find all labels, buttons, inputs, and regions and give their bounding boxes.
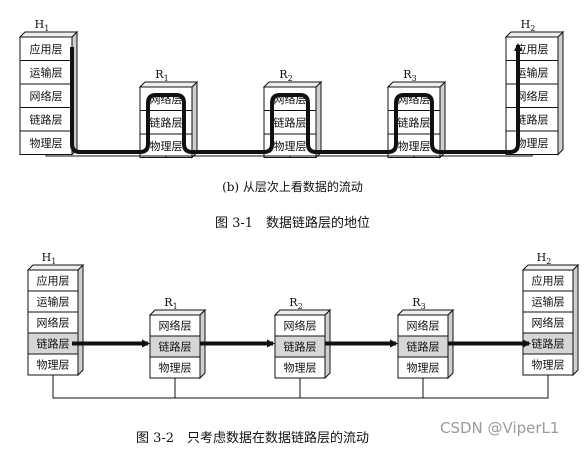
- layer-label: 物理层: [407, 361, 440, 375]
- node-label-letter: R: [289, 296, 298, 309]
- node-label: R3: [412, 296, 425, 311]
- node-label: R3: [403, 68, 416, 83]
- node-label-sub: 2: [546, 257, 551, 266]
- layer-label: 链路层: [30, 112, 63, 126]
- node-label: H1: [35, 18, 50, 33]
- stack-side-face: [572, 263, 579, 377]
- node-label-sub: 3: [421, 302, 426, 311]
- node-label-sub: 2: [530, 24, 535, 33]
- layer-label: 物理层: [532, 358, 565, 372]
- node-label: H2: [537, 251, 552, 266]
- node-label-sub: 2: [288, 74, 293, 83]
- node-label: H2: [521, 18, 536, 33]
- figure-3-1-caption: 图 3-1 数据链路层的地位: [214, 216, 371, 231]
- node-label: R1: [164, 296, 177, 311]
- layer-label: 链路层: [398, 115, 431, 129]
- layer-label: 应用层: [532, 274, 565, 288]
- layer-label: 物理层: [159, 361, 192, 375]
- node-label-letter: R: [164, 296, 173, 309]
- layer-label: 链路层: [159, 340, 192, 354]
- layer-label: 链路层: [407, 340, 440, 354]
- node-label: R2: [279, 68, 292, 83]
- node-label: R1: [155, 68, 168, 83]
- layer-label: 链路层: [274, 115, 307, 129]
- layer-label: 网络层: [30, 89, 63, 103]
- layer-label: 应用层: [516, 42, 549, 56]
- node-label-sub: 1: [164, 74, 169, 83]
- figure-3-2: 应用层运输层网络层链路层物理层H1网络层链路层物理层R1网络层链路层物理层R2网…: [26, 251, 580, 399]
- physical-link: [299, 378, 424, 399]
- node-label-letter: R: [279, 68, 288, 81]
- layer-label: 运输层: [37, 295, 70, 309]
- layer-label: 网络层: [516, 89, 549, 103]
- node-label-letter: H: [35, 18, 45, 31]
- layer-label: 链路层: [284, 340, 317, 354]
- layer-label: 运输层: [532, 295, 565, 309]
- node-label-sub: 1: [173, 302, 178, 311]
- figure-3-1-subcaption: (b) 从层次上看数据的流动: [222, 180, 363, 194]
- physical-link: [413, 154, 533, 158]
- node-label-sub: 2: [298, 302, 303, 311]
- layer-label: 物理层: [516, 136, 549, 150]
- layer-label: 物理层: [30, 136, 63, 150]
- stack-side-face: [557, 30, 564, 156]
- layer-label: 物理层: [284, 361, 317, 375]
- node-label-sub: 1: [44, 24, 49, 33]
- layer-label: 应用层: [37, 274, 70, 288]
- node-label-sub: 1: [51, 257, 56, 266]
- layer-label: 链路层: [150, 115, 183, 129]
- layer-label: 网络层: [407, 319, 440, 333]
- physical-link: [174, 378, 301, 399]
- node-label-letter: H: [42, 251, 52, 264]
- layer-label: 网络层: [37, 316, 70, 330]
- stack-side-face: [191, 80, 198, 159]
- stack-side-face: [315, 80, 322, 159]
- stack-side-face: [439, 80, 446, 159]
- node-label-letter: H: [537, 251, 547, 264]
- watermark: CSDN @ViperL1: [440, 419, 560, 437]
- node-label-letter: R: [155, 68, 164, 81]
- layer-label: 物理层: [398, 139, 431, 153]
- layer-label: 链路层: [37, 337, 70, 351]
- layer-label: 网络层: [159, 319, 192, 333]
- stack-side-face: [77, 263, 84, 377]
- layer-label: 物理层: [150, 139, 183, 153]
- layer-label: 运输层: [30, 65, 63, 79]
- node-label: R2: [289, 296, 302, 311]
- node-label-letter: H: [521, 18, 531, 31]
- figure-3-1: 应用层运输层网络层链路层物理层H1网络层链路层物理层R1网络层链路层物理层R2网…: [18, 18, 565, 159]
- layer-label: 网络层: [532, 316, 565, 330]
- layer-label: 物理层: [37, 358, 70, 372]
- layer-label: 物理层: [274, 139, 307, 153]
- node-label-letter: R: [412, 296, 421, 309]
- node-label-sub: 3: [412, 74, 417, 83]
- node-label-letter: R: [403, 68, 412, 81]
- layer-label: 应用层: [30, 42, 63, 56]
- layer-label: 运输层: [516, 65, 549, 79]
- layer-label: 链路层: [532, 337, 565, 351]
- figure-3-2-caption: 图 3-2 只考虑数据在数据链路层的流动: [135, 431, 370, 446]
- layer-label: 链路层: [516, 112, 549, 126]
- layer-label: 网络层: [284, 319, 317, 333]
- data-flow-path: [70, 43, 522, 154]
- physical-link: [422, 375, 549, 399]
- node-label: H1: [42, 251, 57, 266]
